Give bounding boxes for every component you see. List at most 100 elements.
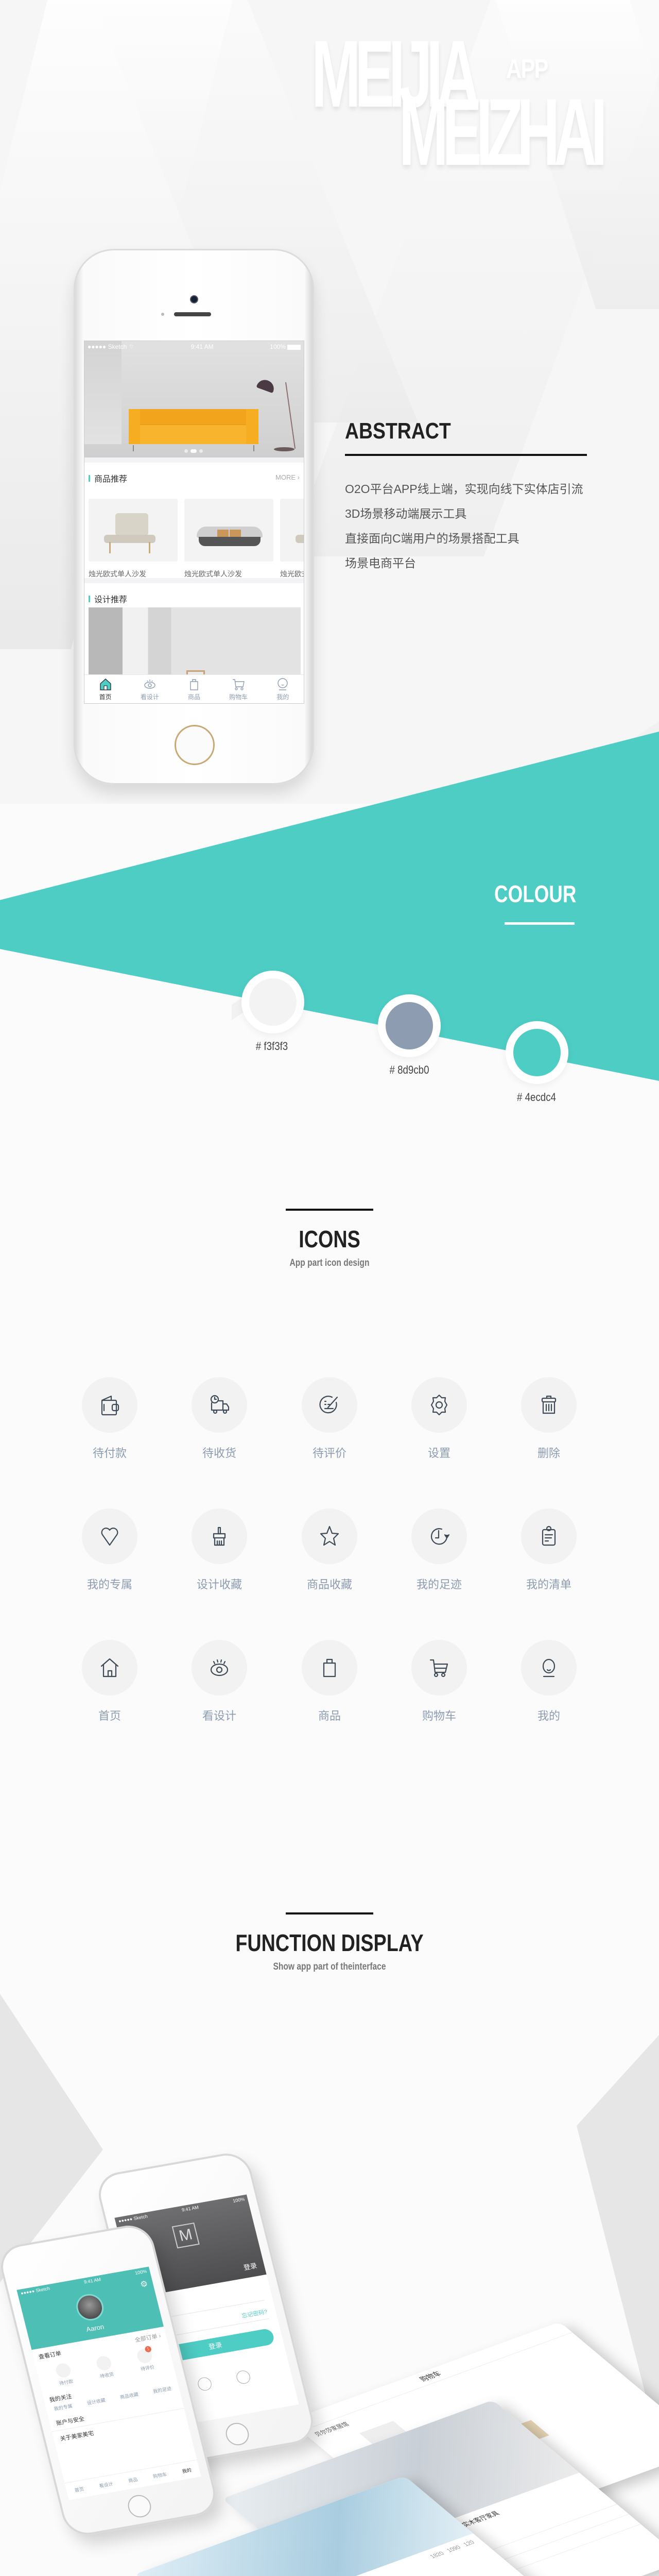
tab-profile[interactable]: 我的 — [276, 677, 289, 701]
icon-label: 待付款 — [92, 1447, 127, 1460]
tab-label: 我的 — [276, 693, 289, 701]
gear-icon — [430, 1394, 448, 1416]
banner-lamp-image — [254, 377, 304, 454]
section-title-design: 设计推荐 — [89, 592, 127, 605]
wifi-icon: ⌔ — [128, 343, 134, 350]
carrier-label: ●●●●● Sketch — [20, 2285, 50, 2296]
section-title-products: 商品推荐 — [89, 472, 127, 484]
review-icon — [319, 1396, 338, 1414]
wallet-icon — [101, 1395, 119, 1416]
order-label: 待收货 — [99, 2371, 115, 2379]
cart-title: 购物车 — [288, 2321, 573, 2432]
icons-rule — [286, 1209, 373, 1211]
forgot-password-link[interactable]: 忘记密码? — [241, 2309, 268, 2319]
icon-label: 我的 — [537, 1709, 560, 1722]
hero-section: MEIJIA APP MEIZHAI ●●●●● Sketch ⌔ 9:41 A… — [0, 0, 659, 804]
abstract-line: 直接面向C端用户的场景搭配工具 — [345, 532, 519, 545]
icon-label: 设计收藏 — [196, 1578, 242, 1591]
delivery-truck-icon — [210, 1395, 230, 1414]
swatch-fill — [513, 1029, 561, 1076]
tab-label: 商品 — [187, 693, 200, 701]
product-card[interactable]: 烛光欧式单人沙发 — [89, 499, 178, 579]
more-link[interactable]: MORE › — [275, 473, 300, 481]
banner-wall — [84, 341, 122, 444]
icon-my-history: 我的足迹 — [395, 1509, 483, 1592]
gear-icon[interactable]: ⚙ — [139, 2279, 149, 2290]
delivery-truck-icon — [95, 2354, 113, 2372]
function-title: FUNCTION DISPLAY — [235, 1929, 424, 1956]
avatar[interactable] — [73, 2292, 107, 2323]
order-pending-payment[interactable]: 待付款 — [54, 2362, 74, 2387]
swatch-muted — [378, 994, 441, 1057]
abstract-line: O2O平台APP线上端，实现向线下实体店引流 — [345, 482, 583, 496]
qq-icon[interactable] — [196, 2376, 213, 2392]
icon-label: 删除 — [537, 1447, 560, 1460]
product-name: 烛光欧式单人沙发 — [184, 570, 242, 578]
divider — [84, 578, 304, 583]
product-card[interactable]: 烛光欧式单人沙发 — [280, 499, 304, 579]
login-banner-label: 登录 — [242, 2261, 258, 2272]
status-time: 9:41 AM — [83, 2277, 101, 2285]
product-image-armchair — [280, 499, 304, 562]
banner-pagination-dots[interactable] — [184, 449, 203, 453]
brand-app-tag: APP — [506, 54, 548, 84]
phone-home-button — [175, 725, 215, 765]
icon-my-list: 我的清单 — [505, 1509, 593, 1592]
product-image-sofa — [184, 499, 273, 562]
tab-home[interactable]: 首页 — [74, 2486, 85, 2493]
product-name: 烛光欧式单人沙发 — [89, 570, 146, 578]
icon-profile: 我的 — [505, 1640, 593, 1723]
all-orders-link[interactable]: 全部订单 › — [134, 2333, 162, 2344]
order-label: 待付款 — [59, 2379, 74, 2386]
status-bar: ●●●●● Sketch 9:41 AM 100% — [16, 2266, 151, 2298]
tab-profile[interactable]: 我的 — [181, 2467, 192, 2475]
status-time: 9:41 AM — [190, 343, 214, 350]
abstract-line: 3D场景移动端展示工具 — [345, 507, 467, 520]
battery-label: 100% — [270, 343, 286, 350]
icon-settings: 设置 — [395, 1377, 483, 1461]
history-clock-icon — [430, 1528, 450, 1545]
tab-home[interactable]: 首页 — [99, 677, 112, 701]
cart-icon — [429, 1659, 448, 1677]
icon-label: 设置 — [427, 1447, 450, 1460]
function-rule — [286, 1912, 373, 1914]
eye-icon — [144, 679, 155, 689]
product-image-armchair — [89, 499, 178, 562]
tab-products[interactable]: 商品 — [128, 2477, 138, 2484]
icons-header: ICONS App part icon design — [0, 1209, 659, 1268]
home-banner[interactable] — [84, 341, 304, 457]
order-label: 待评价 — [140, 2364, 155, 2372]
function-subtitle: Show app part of theinterface — [273, 1961, 386, 1972]
tab-products[interactable]: 商品 — [187, 677, 201, 701]
tab-label: 看设计 — [140, 693, 159, 701]
icon-cart: 购物车 — [395, 1640, 483, 1723]
abstract-rule — [345, 454, 587, 456]
icon-label: 看设计 — [202, 1709, 236, 1722]
tab-design[interactable]: 看设计 — [98, 2481, 114, 2489]
order-pending-receipt[interactable]: 待收货 — [95, 2354, 115, 2380]
battery-label: 100% — [232, 2196, 246, 2204]
product-name: 烛光欧式单人沙发 — [280, 570, 304, 578]
profile-icon — [542, 1658, 556, 1677]
icon-label: 商品收藏 — [306, 1578, 352, 1591]
cart-icon — [233, 679, 245, 690]
tab-cart[interactable]: 购物车 — [229, 677, 248, 701]
product-card[interactable]: 烛光欧式单人沙发 — [184, 499, 273, 579]
icon-label: 待评价 — [312, 1447, 346, 1460]
status-bar: ●●●●● Sketch 9:41 AM 100% — [114, 2194, 249, 2226]
carrier-label: ●●●●● Sketch — [117, 2213, 148, 2224]
battery-label: 100% — [134, 2268, 148, 2276]
brush-icon — [213, 1527, 226, 1546]
tab-design[interactable]: 看设计 — [141, 677, 159, 701]
swatch-label: # f3f3f3 — [255, 1040, 288, 1053]
icon-delete: 删除 — [505, 1377, 593, 1461]
weibo-icon[interactable] — [235, 2369, 252, 2385]
tab-label: 购物车 — [229, 693, 248, 701]
phone-mockup-home: ●●●●● Sketch ⌔ 9:41 AM 100% 商品推荐 MORE › … — [74, 249, 314, 785]
brand-title-line2: MEIZHAI — [399, 79, 608, 185]
bag-icon — [190, 679, 198, 690]
banner-sofa-image — [129, 409, 258, 451]
tab-cart[interactable]: 购物车 — [152, 2471, 168, 2480]
phone-home-button — [223, 2421, 252, 2447]
